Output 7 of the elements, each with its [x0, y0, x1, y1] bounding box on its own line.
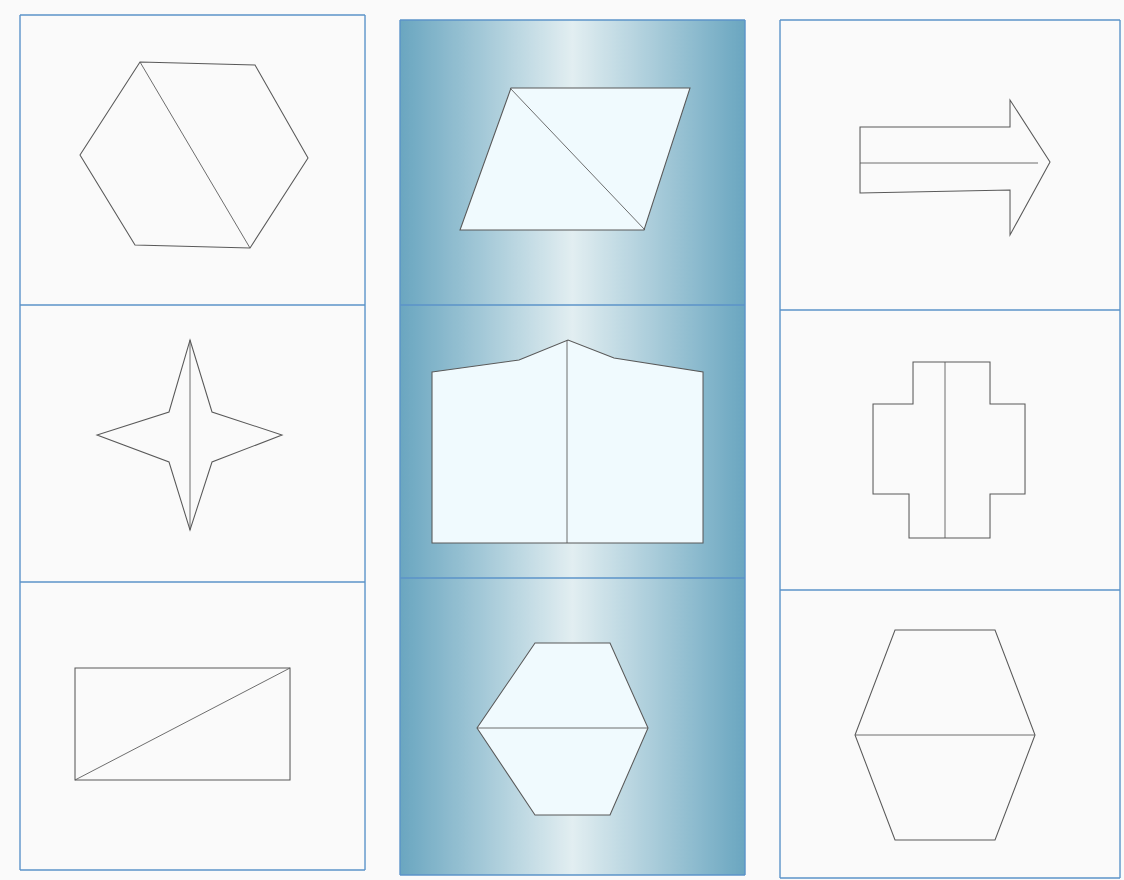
cross-figure [872, 361, 1026, 539]
hexagon-figure [79, 61, 309, 249]
rectangle-figure [74, 667, 291, 781]
hexagon-figure [476, 642, 649, 816]
parallelogram-figure [459, 87, 691, 231]
arrow-figure [859, 98, 1051, 238]
hexagon-figure [854, 629, 1036, 841]
